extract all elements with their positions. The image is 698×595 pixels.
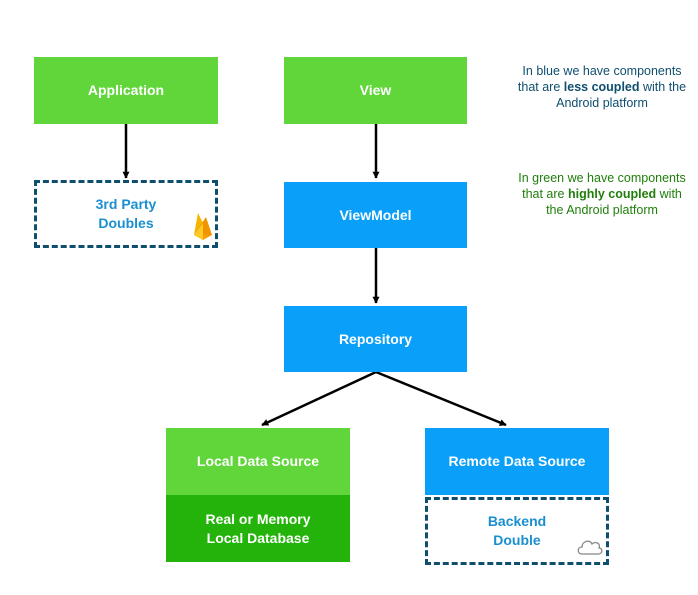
blue-note-bold: less coupled <box>563 80 640 94</box>
backend-double-node: Backend Double <box>425 497 609 565</box>
third-party-doubles-label: 3rd Party Doubles <box>95 196 157 231</box>
local-data-source-label: Local Data Source <box>196 453 320 469</box>
repository-node: Repository <box>284 306 467 372</box>
application-node: Application <box>34 57 218 124</box>
green-note-text: In green we have components that are <box>518 171 686 201</box>
local-database-label: Real or Memory Local Database <box>205 510 311 546</box>
third-party-doubles-node: 3rd Party Doubles <box>34 180 218 248</box>
view-label: View <box>359 82 392 98</box>
view-node: View <box>284 57 467 124</box>
green-legend-note: In green we have components that are hig… <box>513 170 691 218</box>
green-note-bold: highly coupled <box>567 187 657 201</box>
arrow-repository-to-local <box>261 370 377 427</box>
remote-data-source-label: Remote Data Source <box>448 453 586 469</box>
firebase-flame-icon <box>192 211 214 241</box>
remote-data-source-node: Remote Data Source <box>425 428 609 495</box>
blue-note-text-end: with the Android platform <box>556 80 687 110</box>
application-label: Application <box>87 82 165 98</box>
green-note-text-end: with the Android platform <box>546 187 682 217</box>
viewmodel-node: ViewModel <box>284 182 467 248</box>
arrow-repository-to-remote <box>375 370 507 427</box>
viewmodel-label: ViewModel <box>339 206 412 223</box>
local-database-node: Real or Memory Local Database <box>166 495 350 562</box>
backend-double-label: Backend Double <box>487 513 547 548</box>
repository-label: Repository <box>338 330 413 347</box>
blue-legend-note: In blue we have components that are less… <box>513 63 691 111</box>
local-data-source-node: Local Data Source <box>166 428 350 495</box>
blue-note-text: In blue we have components that are <box>517 64 682 94</box>
cloud-icon <box>576 536 604 556</box>
